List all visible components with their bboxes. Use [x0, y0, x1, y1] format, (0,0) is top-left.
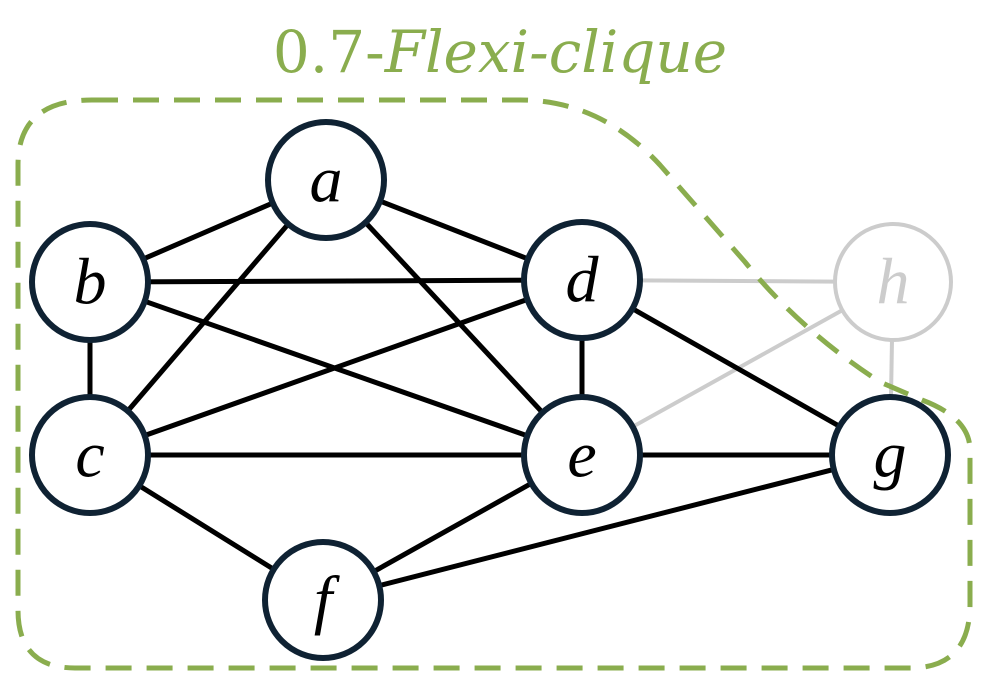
clique-boundary — [15, 97, 973, 671]
title-name: Flexi-clique — [384, 18, 727, 86]
node-label-c: c — [75, 419, 104, 492]
node-g: g — [829, 394, 951, 516]
node-c: c — [29, 394, 151, 516]
node-f: f — [262, 539, 384, 661]
node-d: d — [521, 219, 643, 341]
node-circle-e — [521, 394, 643, 516]
node-label-e: e — [567, 419, 596, 492]
edge-b-d — [89, 277, 583, 285]
node-circle-f — [262, 539, 384, 661]
node-a: a — [265, 119, 387, 241]
diagram-title: 0.7-Flexi-clique — [273, 18, 727, 86]
edge-c-d — [89, 277, 583, 458]
edge-a-e — [324, 178, 584, 457]
node-circle-g — [829, 394, 951, 516]
node-circle-d — [521, 219, 643, 341]
node-h: h — [833, 222, 953, 342]
node-label-d: d — [566, 244, 600, 317]
node-label-b: b — [74, 246, 107, 319]
node-label-a: a — [310, 144, 343, 217]
node-circle-a — [265, 119, 387, 241]
node-circle-h — [833, 222, 953, 342]
edge-f-g — [322, 452, 891, 603]
node-label-h: h — [877, 246, 910, 319]
edges-group — [87, 177, 895, 603]
node-circle-b — [29, 221, 151, 343]
node-label-g: g — [874, 419, 907, 492]
node-b: b — [29, 221, 151, 343]
title-prefix: 0.7- — [273, 18, 385, 86]
nodes-group: a b c d e f g h — [29, 119, 953, 661]
node-e: e — [521, 394, 643, 516]
node-circle-c — [29, 394, 151, 516]
